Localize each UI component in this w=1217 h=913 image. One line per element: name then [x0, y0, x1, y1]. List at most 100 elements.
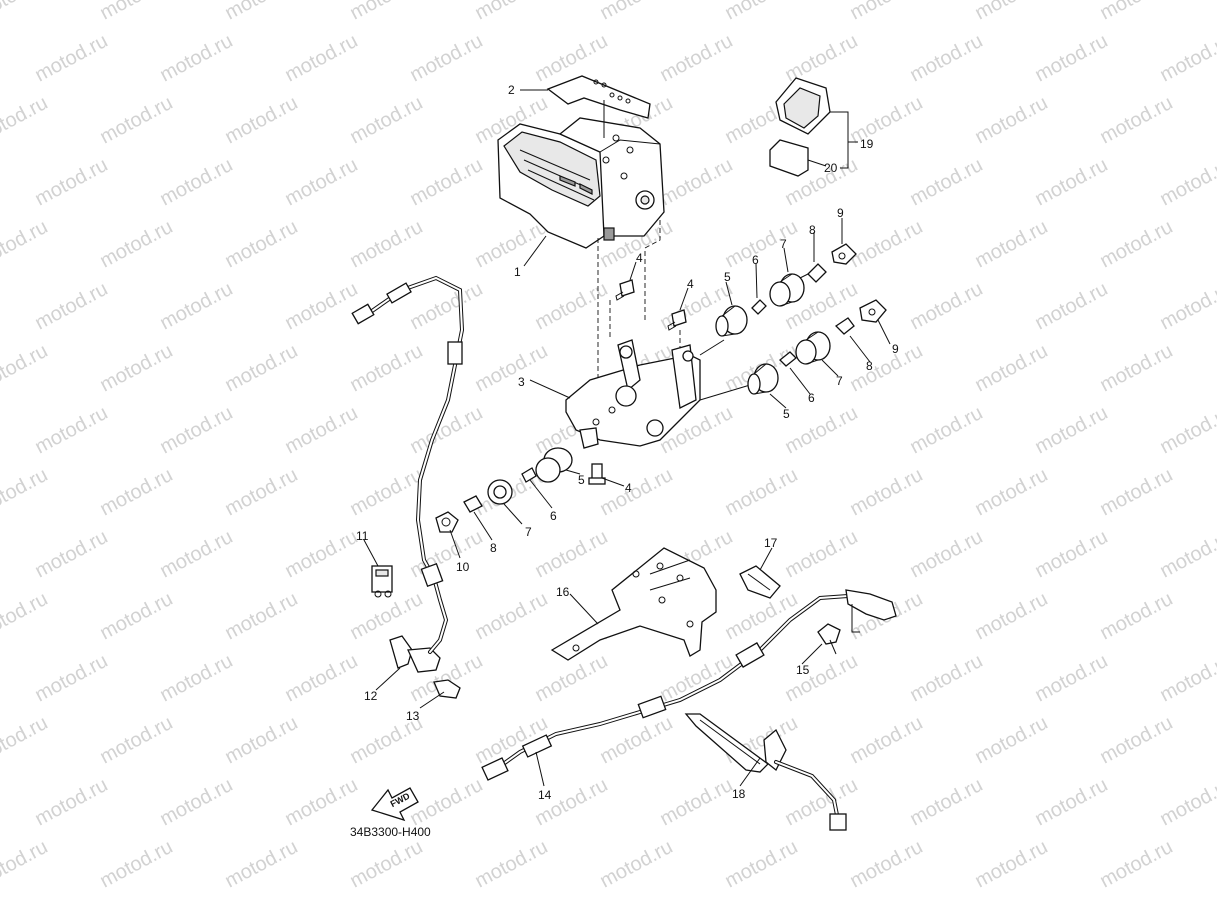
callout-19[interactable]: 19: [860, 137, 874, 151]
part-4-bolt-c[interactable]: [588, 463, 606, 485]
watermark-text: motod.ru: [0, 464, 51, 520]
watermark-text: motod.ru: [1156, 30, 1217, 86]
callout-8b[interactable]: 8: [866, 359, 873, 373]
part-9-nut-b[interactable]: [859, 299, 887, 323]
part-7-collar-b[interactable]: [795, 331, 831, 365]
callout-4c[interactable]: 4: [625, 481, 632, 495]
callout-5a[interactable]: 5: [724, 270, 731, 284]
part-6-screw-b[interactable]: [779, 351, 797, 367]
part-6-screw-c[interactable]: [521, 467, 537, 483]
watermark-text: motod.ru: [96, 216, 176, 272]
watermark-text: motod.ru: [156, 774, 236, 830]
part-5-damper-c[interactable]: [535, 447, 573, 483]
part-17-clamp[interactable]: [739, 565, 781, 599]
part-9-nut-a[interactable]: [831, 243, 857, 265]
part-4-bolt-a[interactable]: [615, 279, 635, 301]
watermark-text: motod.ru: [846, 92, 926, 148]
callout-1[interactable]: 1: [514, 265, 521, 279]
callout-8a[interactable]: 8: [809, 223, 816, 237]
watermark-text: motod.ru: [0, 712, 51, 768]
part-18-cable-tie[interactable]: [684, 713, 847, 831]
watermark-text: motod.ru: [971, 464, 1051, 520]
callout-10[interactable]: 10: [456, 560, 470, 574]
callout-5b[interactable]: 5: [783, 407, 790, 421]
callout-6a[interactable]: 6: [752, 253, 759, 267]
part-14-rear-wheel-sensor[interactable]: [481, 589, 897, 781]
watermark-text: motod.ru: [406, 278, 486, 334]
watermark-text: motod.ru: [1156, 526, 1217, 582]
callout-8c[interactable]: 8: [490, 541, 497, 555]
watermark-text: motod.ru: [1156, 650, 1217, 706]
callout-20[interactable]: 20: [824, 161, 838, 175]
callout-9b[interactable]: 9: [892, 342, 899, 356]
part-11-clip[interactable]: [371, 565, 393, 598]
callout-5c[interactable]: 5: [578, 473, 585, 487]
watermark-text: motod.ru: [1031, 154, 1111, 210]
callout-6c[interactable]: 6: [550, 509, 557, 523]
watermark-text: motod.ru: [971, 92, 1051, 148]
part-3-mounting-bracket[interactable]: [565, 339, 751, 449]
part-15-bolt[interactable]: [817, 623, 841, 655]
callout-15[interactable]: 15: [796, 663, 810, 677]
watermark-text: motod.ru: [96, 92, 176, 148]
watermark-text: motod.ru: [221, 216, 301, 272]
callout-13[interactable]: 13: [406, 709, 420, 723]
watermark-text: motod.ru: [846, 340, 926, 396]
part-10-nut[interactable]: [435, 511, 459, 533]
callout-12[interactable]: 12: [364, 689, 378, 703]
watermark-text: motod.ru: [156, 402, 236, 458]
part-7-collar-a[interactable]: [769, 273, 805, 307]
watermark-text: motod.ru: [471, 0, 551, 24]
watermark-text: motod.ru: [1156, 402, 1217, 458]
watermark-text: motod.ru: [406, 402, 486, 458]
callout-4a[interactable]: 4: [636, 251, 643, 265]
watermark-text: motod.ru: [1031, 30, 1111, 86]
callout-7c[interactable]: 7: [525, 525, 532, 539]
part-12-front-wheel-sensor[interactable]: [389, 635, 441, 673]
callout-14[interactable]: 14: [538, 788, 552, 802]
callout-11[interactable]: 11: [356, 529, 369, 543]
watermark-text: motod.ru: [281, 402, 361, 458]
part-7-collar-c[interactable]: [487, 479, 513, 505]
callout-4b[interactable]: 4: [687, 277, 694, 291]
callout-3[interactable]: 3: [518, 375, 525, 389]
part-16-sensor-bracket[interactable]: [550, 547, 717, 661]
watermark-text: motod.ru: [221, 0, 301, 24]
watermark-text: motod.ru: [906, 278, 986, 334]
part-8-bolt-b[interactable]: [834, 317, 855, 335]
part-8-bolt-c[interactable]: [463, 495, 483, 513]
watermark-text: motod.ru: [1156, 154, 1217, 210]
watermark-text: motod.ru: [0, 588, 51, 644]
diagram-code: 34B3300-H400: [350, 825, 431, 839]
watermark-text: motod.ru: [846, 836, 926, 892]
part-4-bolt-b[interactable]: [667, 309, 687, 331]
watermark-text: motod.ru: [156, 278, 236, 334]
callout-7b[interactable]: 7: [836, 374, 843, 388]
callout-17[interactable]: 17: [764, 536, 778, 550]
callout-9a[interactable]: 9: [837, 206, 844, 220]
part-8-bolt-a[interactable]: [799, 263, 827, 283]
callout-2[interactable]: 2: [508, 83, 515, 97]
watermark-text: motod.ru: [156, 526, 236, 582]
watermark-text: motod.ru: [971, 712, 1051, 768]
part-13-bolt[interactable]: [433, 679, 461, 699]
watermark-text: motod.ru: [1031, 774, 1111, 830]
watermark-text: motod.ru: [846, 0, 926, 24]
watermark-text: motod.ru: [1031, 402, 1111, 458]
watermark-text: motod.ru: [1096, 216, 1176, 272]
part-5-damper-a[interactable]: [715, 305, 748, 337]
watermark-text: motod.ru: [31, 774, 111, 830]
callout-6b[interactable]: 6: [808, 391, 815, 405]
part-20-connector-cover[interactable]: [769, 139, 809, 177]
part-1-abs-unit[interactable]: [497, 117, 665, 249]
watermark-text: motod.ru: [221, 836, 301, 892]
watermark-text: motod.ru: [906, 402, 986, 458]
part-19-connector[interactable]: [775, 77, 831, 135]
callout-16[interactable]: 16: [556, 585, 570, 599]
part-5-damper-b[interactable]: [747, 363, 779, 395]
callout-18[interactable]: 18: [732, 787, 746, 801]
watermark-text: motod.ru: [971, 836, 1051, 892]
part-6-screw-a[interactable]: [751, 299, 767, 315]
part-2-bracket[interactable]: [546, 75, 651, 119]
callout-7a[interactable]: 7: [780, 237, 787, 251]
